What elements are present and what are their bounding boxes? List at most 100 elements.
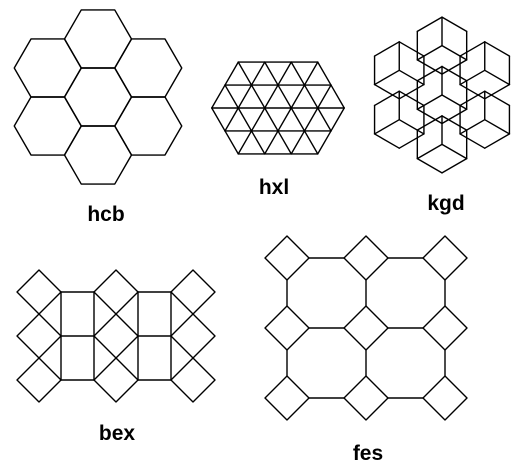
rhombus-edge	[373, 133, 400, 149]
rhombus-edge	[416, 94, 443, 110]
rhombus-edge	[398, 118, 425, 135]
hxl-triangular-net	[211, 61, 345, 155]
triangle-edge	[237, 130, 253, 155]
rhombus-edge	[416, 16, 443, 33]
kgd-rhombille-net	[373, 16, 511, 174]
triangle-edge	[277, 84, 292, 109]
rhombus-edge	[416, 44, 443, 61]
triangle-edge	[290, 61, 306, 86]
rhombus-edge	[459, 90, 486, 107]
hcb-label: hcb	[87, 203, 124, 226]
square-cell	[93, 313, 139, 359]
square-cell	[422, 235, 468, 281]
rhombus-edge	[441, 65, 468, 82]
triangle-edge	[264, 107, 279, 132]
rhombus-edge	[398, 83, 425, 100]
rhombus-edge	[373, 41, 400, 57]
triangle-edge	[224, 130, 239, 155]
triangle-edge	[211, 84, 226, 109]
triangle-edge	[250, 130, 266, 155]
rhombus-edge	[484, 133, 511, 149]
square-cell	[16, 313, 62, 359]
triangle-edge	[250, 61, 266, 86]
fes-label: fes	[353, 442, 383, 465]
hexagon-cell	[63, 67, 133, 127]
hexagon-cell	[114, 38, 183, 98]
triangle-edge	[277, 130, 292, 155]
triangle-edge	[290, 107, 306, 132]
panel-hxl: hxl	[211, 61, 345, 199]
rhombus-edge	[416, 115, 443, 131]
panel-fes: fes	[264, 235, 468, 465]
rhombus-edge	[441, 157, 468, 174]
triangle-edge	[237, 84, 253, 109]
bex-label: bex	[99, 422, 136, 445]
rhombus-edge	[459, 69, 486, 86]
square-cell	[343, 305, 389, 351]
bex-hexagon-square-net	[16, 269, 216, 403]
rhombus-edge	[416, 143, 443, 160]
square-cell	[16, 269, 62, 315]
square-cell	[170, 269, 216, 315]
hcb-honeycomb-net	[13, 9, 183, 185]
rhombus-edge	[459, 41, 486, 57]
hexagon-cell	[63, 9, 133, 69]
triangle-edge	[237, 107, 253, 132]
rhombus-edge	[416, 59, 443, 75]
rhombus-edge	[373, 69, 400, 86]
rhombus-edge	[441, 143, 468, 160]
square-cell	[343, 375, 389, 421]
rhombus-edge	[398, 69, 425, 86]
triangle-edge	[250, 84, 266, 109]
square-cell	[264, 375, 310, 421]
panel-bex: bex	[16, 269, 216, 445]
triangle-edge	[224, 61, 239, 86]
triangle-edge	[290, 84, 306, 109]
kgd-label: kgd	[427, 192, 464, 215]
rhombus-edge	[441, 115, 468, 131]
hexagon-cell	[13, 96, 82, 156]
panel-hcb: hcb	[13, 9, 183, 226]
hexagon-cell	[114, 96, 183, 156]
square-cell	[343, 235, 389, 281]
square-cell	[93, 269, 139, 315]
triangle-edge	[277, 107, 292, 132]
square-cell	[93, 357, 139, 403]
triangle-edge	[317, 107, 332, 132]
triangle-edge	[250, 107, 266, 132]
fes-octagon-square-net	[264, 235, 468, 421]
rhombus-edge	[398, 90, 425, 107]
rhombus-edge	[484, 90, 511, 107]
triangle-edge	[264, 130, 279, 155]
triangle-edge	[224, 84, 239, 109]
triangle-edge	[290, 130, 306, 155]
triangle-edge	[303, 61, 319, 86]
triangle-edge	[224, 107, 239, 132]
rhombus-edge	[484, 41, 511, 57]
hexagon-cell	[13, 38, 82, 98]
triangle-edge	[303, 130, 319, 155]
rhombus-edge	[459, 133, 486, 149]
rhombus-edge	[373, 83, 400, 100]
rhombus-edge	[441, 16, 468, 33]
triangle-edge	[211, 107, 226, 132]
rhombus-edge	[441, 94, 468, 110]
rhombus-edge	[441, 44, 468, 61]
rhombus-edge	[484, 83, 511, 100]
rhombus-edge	[441, 59, 468, 75]
triangle-edge	[277, 61, 292, 86]
square-cell	[264, 235, 310, 281]
rhombus-edge	[416, 157, 443, 174]
hxl-label: hxl	[259, 176, 289, 199]
triangle-edge	[264, 84, 279, 109]
triangle-edge	[264, 61, 279, 86]
triangle-edge	[330, 84, 345, 109]
rhombus-edge	[459, 83, 486, 100]
triangle-edge	[317, 84, 332, 109]
square-cell	[170, 313, 216, 359]
triangle-edge	[317, 61, 332, 86]
rhombus-edge	[373, 90, 400, 107]
triangle-edge	[303, 107, 319, 132]
rhombus-edge	[398, 41, 425, 57]
square-cell	[264, 305, 310, 351]
